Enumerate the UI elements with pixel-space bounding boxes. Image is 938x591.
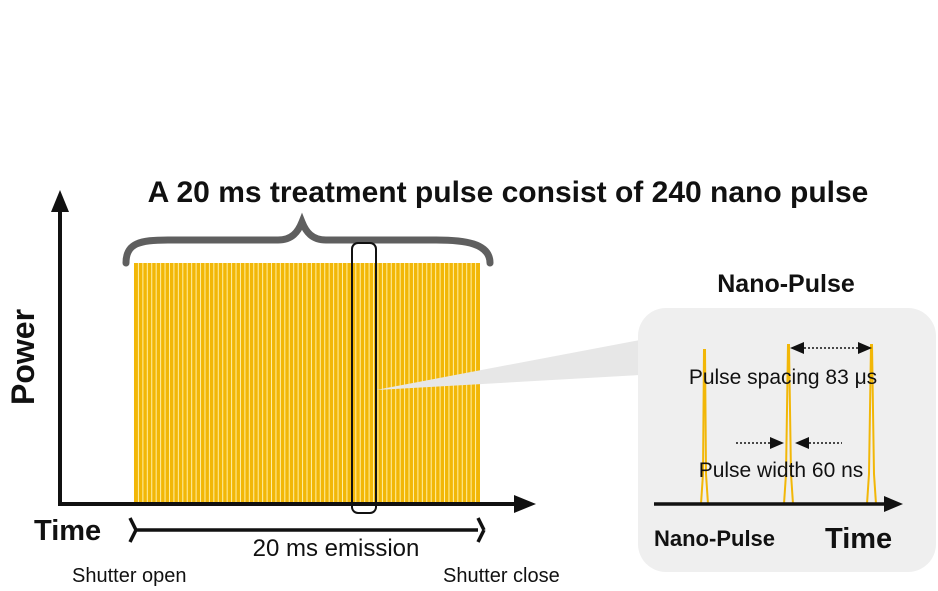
emission-bracket xyxy=(128,517,486,543)
nano-pulse-2 xyxy=(783,344,794,505)
inset-title: Nano-Pulse xyxy=(717,270,855,298)
callout-wedge xyxy=(376,340,640,390)
y-axis-label: Power xyxy=(5,309,41,405)
nano-pulse-3 xyxy=(866,344,877,505)
shutter-close-label: Shutter close xyxy=(443,565,560,587)
selected-pulse-frame xyxy=(351,242,377,514)
emission-label: 20 ms emission xyxy=(253,535,420,562)
curly-brace xyxy=(122,212,494,267)
shutter-open-label: Shutter open xyxy=(72,565,187,587)
nano-pulse-1 xyxy=(700,349,709,505)
spacing-arrow-left xyxy=(790,342,804,354)
inset-series-label: Nano-Pulse xyxy=(654,526,775,551)
x-axis-arrow xyxy=(514,495,536,513)
width-arrow-left-head xyxy=(770,437,784,449)
width-arrow-right-head xyxy=(795,437,809,449)
diagram-title: A 20 ms treatment pulse consist of 240 n… xyxy=(148,176,869,209)
inset-x-axis-arrow xyxy=(884,496,903,512)
spacing-arrow-right xyxy=(858,342,872,354)
inset-x-axis-label: Time xyxy=(825,523,892,555)
x-axis-label: Time xyxy=(34,515,101,547)
y-axis-arrow xyxy=(51,190,69,212)
pulse-width-label: Pulse width 60 ns xyxy=(699,459,864,482)
pulse-spacing-label: Pulse spacing 83 μs xyxy=(689,366,877,389)
